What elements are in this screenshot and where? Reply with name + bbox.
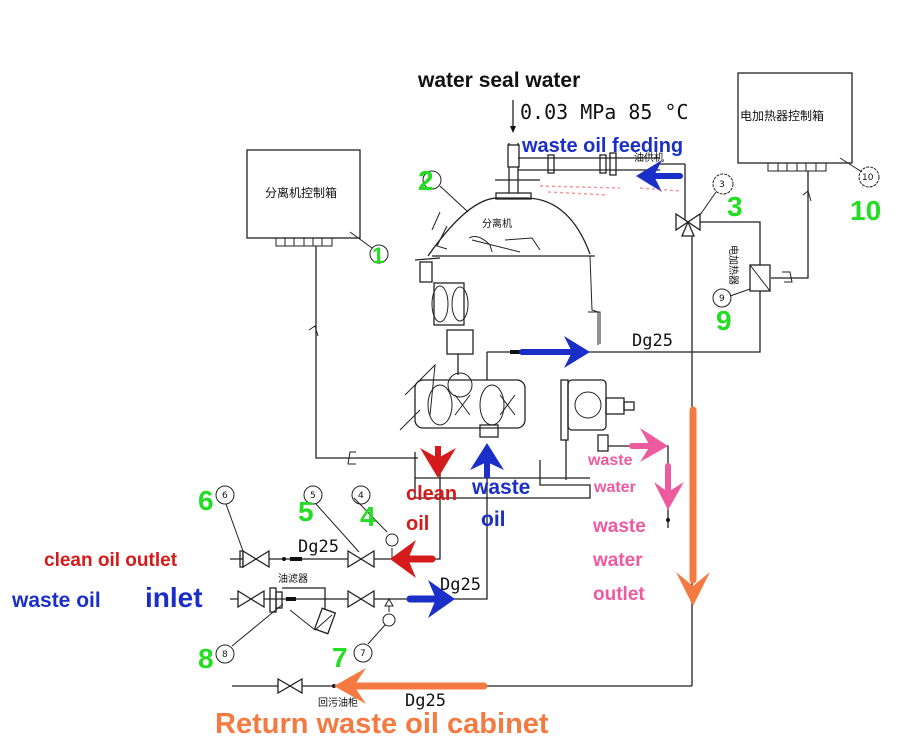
- to-heater-arrow: [519, 336, 590, 368]
- strainer: 油滤器: [269, 572, 337, 635]
- feed-pump-label: 油供机: [634, 151, 664, 164]
- waste-oil-inlet-arrow: [406, 580, 455, 618]
- clean-oil-down-arrow: [420, 446, 456, 478]
- strainer-label: 油滤器: [278, 572, 308, 585]
- callout-circle-1: [349, 231, 389, 264]
- callout-circle-5: 5: [303, 485, 360, 553]
- separator-label: 分离机: [482, 217, 512, 230]
- electric-heater: 电加热器: [727, 245, 771, 292]
- callout-circle-9: 9: [712, 288, 751, 308]
- valve-5: [347, 549, 375, 569]
- label-clean-oil-outlet: clean oil outlet: [44, 550, 178, 571]
- svg-text:7: 7: [360, 649, 366, 659]
- label-waste-water-1: waste: [587, 452, 633, 469]
- label-ww-outlet-1: waste: [592, 516, 646, 537]
- label-waste-oil-inlet-b: inlet: [145, 582, 203, 613]
- callout-number-10: 10: [850, 195, 881, 226]
- callout-number-6: 6: [198, 485, 214, 516]
- svg-text:10: 10: [862, 173, 874, 183]
- return-tank-label: 回污油柜: [318, 696, 358, 709]
- label-waste-water-2: water: [593, 479, 636, 496]
- valve-inlet-2: [347, 589, 375, 609]
- separator-control-box-label: 分离机控制箱: [265, 185, 337, 200]
- svg-text:6: 6: [222, 491, 228, 501]
- label-return-cabinet: Return waste oil cabinet: [215, 708, 549, 740]
- waste-oil-up-arrow: [470, 443, 504, 478]
- label-ww-outlet-3: outlet: [593, 584, 645, 605]
- callout-number-5: 5: [298, 496, 314, 527]
- callout-circle-6: 6: [215, 485, 244, 552]
- callout-number-2: 2: [418, 165, 434, 196]
- callout-number-7: 7: [332, 642, 348, 673]
- svg-text:8: 8: [222, 650, 228, 660]
- pipe-size-inlet: Dg25: [440, 575, 481, 595]
- svg-text:9: 9: [719, 294, 725, 304]
- return-down-arrow: [676, 406, 710, 606]
- pipe-size-heater: Dg25: [632, 331, 673, 351]
- svg-text:4: 4: [358, 491, 364, 501]
- pipe-size-clean: Dg25: [298, 537, 339, 557]
- callout-number-4: 4: [360, 501, 376, 532]
- heater-control-box: 电加热器控制箱: [737, 72, 853, 172]
- waste-oil-feeding-arrow: [636, 160, 683, 192]
- valve-8-inlet: [237, 589, 265, 609]
- label-waste-oil-inlet-a: waste oil: [11, 589, 101, 612]
- callout-number-3: 3: [727, 191, 743, 222]
- pressure-gauge-4: [385, 533, 399, 559]
- heater-control-box-label: 电加热器控制箱: [740, 108, 824, 123]
- svg-text:3: 3: [719, 180, 725, 190]
- water-seal-title: water seal water: [417, 69, 580, 92]
- waste-water-right-arrow: [629, 428, 668, 462]
- callout-circle-3: 3: [699, 173, 734, 216]
- callout-number-1: 1: [372, 243, 384, 268]
- label-clean-oil-2: oil: [406, 513, 429, 535]
- label-clean-oil-1: clean: [406, 483, 457, 505]
- separator-machine: 分离机: [399, 143, 601, 499]
- return-valve: [277, 677, 303, 695]
- heater-label: 电加热器: [727, 245, 740, 285]
- pressure-gauge-7: [382, 597, 396, 627]
- callout-number-9: 9: [716, 305, 732, 336]
- label-waste-oil-feeding: waste oil feeding: [521, 135, 683, 157]
- pipe-size-return: Dg25: [405, 691, 446, 711]
- callout-circle-7: 7: [353, 624, 386, 663]
- callout-circle-2: [422, 170, 469, 213]
- separator-control-box: 分离机控制箱: [246, 149, 361, 247]
- label-ww-outlet-2: water: [592, 550, 643, 571]
- label-waste-oil-2: oil: [481, 508, 506, 531]
- label-waste-oil-1: waste: [471, 476, 530, 499]
- valve-6: [239, 549, 270, 569]
- feed-pump: 油供机: [518, 151, 686, 220]
- water-seal-spec: 0.03 MPa 85 °C: [520, 100, 689, 124]
- callout-circle-10: 10: [839, 157, 880, 188]
- clean-oil-outlet-arrow: [390, 540, 436, 578]
- control-cable-1: [315, 246, 418, 459]
- return-left-arrow: [334, 668, 488, 704]
- heater-cable: [771, 171, 809, 279]
- waste-water-down-arrow: [654, 463, 684, 510]
- svg-text:5: 5: [310, 491, 316, 501]
- callout-number-8: 8: [198, 643, 214, 674]
- three-way-valve: [675, 212, 701, 237]
- callout-circle-4: 4: [351, 485, 388, 533]
- waste-oil-inlet-pipe: [230, 452, 488, 600]
- water-seal-inlet-icon: [510, 100, 516, 133]
- callout-circle-8: 8: [215, 603, 284, 664]
